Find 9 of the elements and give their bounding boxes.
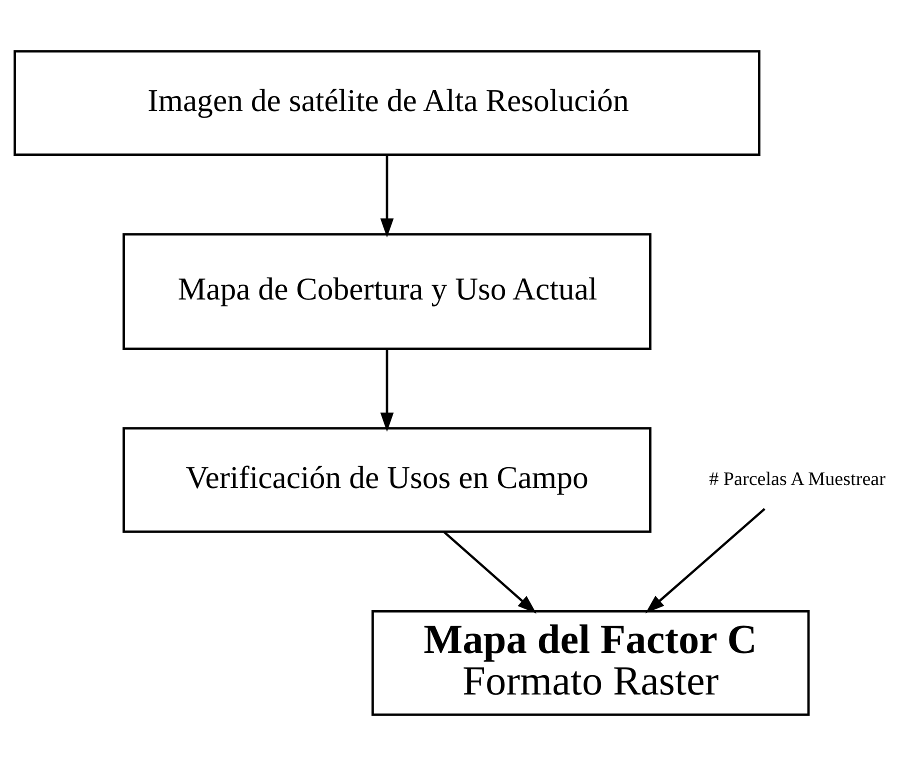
- node-text: # Parcelas A Muestrear: [709, 468, 886, 490]
- node-box: Mapa del Factor C Formato Raster: [372, 610, 810, 716]
- node-box: Imagen de satélite de Alta Resolución: [14, 50, 760, 156]
- arrow: [443, 530, 536, 614]
- node-box: Verificación de Usos en Campo: [122, 426, 652, 532]
- arrow: [380, 348, 394, 432]
- arrow: [380, 154, 394, 237]
- arrow: [645, 508, 766, 613]
- node-box: Mapa de Cobertura y Uso Actual: [122, 232, 652, 350]
